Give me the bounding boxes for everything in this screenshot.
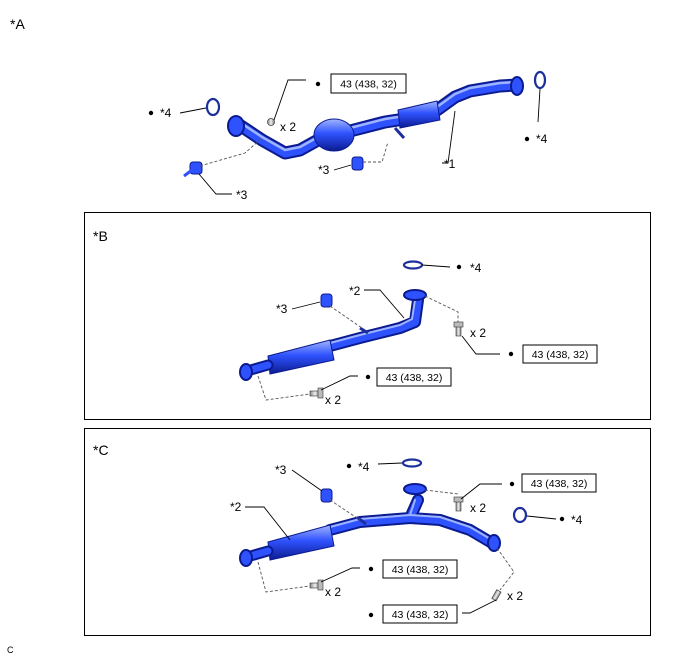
hanger-label: *3 <box>275 463 287 477</box>
bolt-bottom-icon <box>309 387 324 399</box>
hanger-label: *3 <box>318 163 330 177</box>
bolt-count-left-label: x 2 <box>325 585 341 599</box>
panel-a-label: *A <box>10 16 25 32</box>
torque-label: 43 (438, 32) <box>340 79 397 91</box>
torque-top-label: 43 (438, 32) <box>531 478 588 490</box>
gasket-rear-label: *4 <box>571 513 583 527</box>
torque-right-label: 43 (438, 32) <box>392 609 449 621</box>
bolt-count-bottom-label: x 2 <box>325 393 341 407</box>
gasket-rear-label: *4 <box>536 132 548 146</box>
torque-top-label: 43 (438, 32) <box>532 349 589 361</box>
gasket-rear-icon <box>533 70 547 90</box>
figure-code: C <box>7 645 14 655</box>
gasket-label: *4 <box>470 261 482 275</box>
hanger-rubber-icon <box>351 156 364 171</box>
panel-c-frame <box>84 428 651 636</box>
pipe-2-label: *2 <box>349 284 361 298</box>
gasket-front-label: *4 <box>160 106 172 120</box>
bolt-count-right-label: x 2 <box>507 589 523 603</box>
gasket-rear-icon <box>512 506 528 524</box>
panel-a: *A <box>10 16 548 202</box>
bolt-top-icon <box>453 496 464 512</box>
torque-bottom-label: 43 (438, 32) <box>386 372 443 384</box>
bolt-right-icon <box>491 589 502 602</box>
hanger-rubber-front-icon <box>183 161 203 178</box>
panel-c: *C *3 <box>84 428 651 636</box>
hanger-rubber-icon <box>320 293 333 308</box>
panel-b-frame <box>84 212 651 420</box>
gasket-icon <box>402 260 424 270</box>
pipe-2-label: *2 <box>230 500 242 514</box>
bolt-count-top-label: x 2 <box>470 501 486 515</box>
gasket-front-label: *4 <box>358 460 370 474</box>
bolt-icon <box>267 118 275 126</box>
hanger-rubber-icon <box>320 488 333 503</box>
bolt-top-icon <box>453 321 464 337</box>
exhaust-pipe-2 <box>239 483 501 567</box>
panel-c-label: *C <box>93 442 109 458</box>
hanger-front-label: *3 <box>236 188 248 202</box>
torque-left-label: 43 (438, 32) <box>392 564 449 576</box>
panel-b-label: *B <box>93 228 108 244</box>
hanger-label: *3 <box>276 302 288 316</box>
bolt-count-top-label: x 2 <box>470 326 486 340</box>
bolt-count-label: x 2 <box>280 120 296 134</box>
exhaust-pipe-2 <box>239 289 427 381</box>
exhaust-pipe-assembly-1 <box>227 76 524 160</box>
panel-b: *B *4 *2 *3 <box>84 212 651 420</box>
pipe-1-label: *1 <box>444 157 456 171</box>
gasket-front-icon <box>205 97 221 117</box>
gasket-front-icon <box>401 458 423 468</box>
bolt-left-icon <box>309 579 324 591</box>
